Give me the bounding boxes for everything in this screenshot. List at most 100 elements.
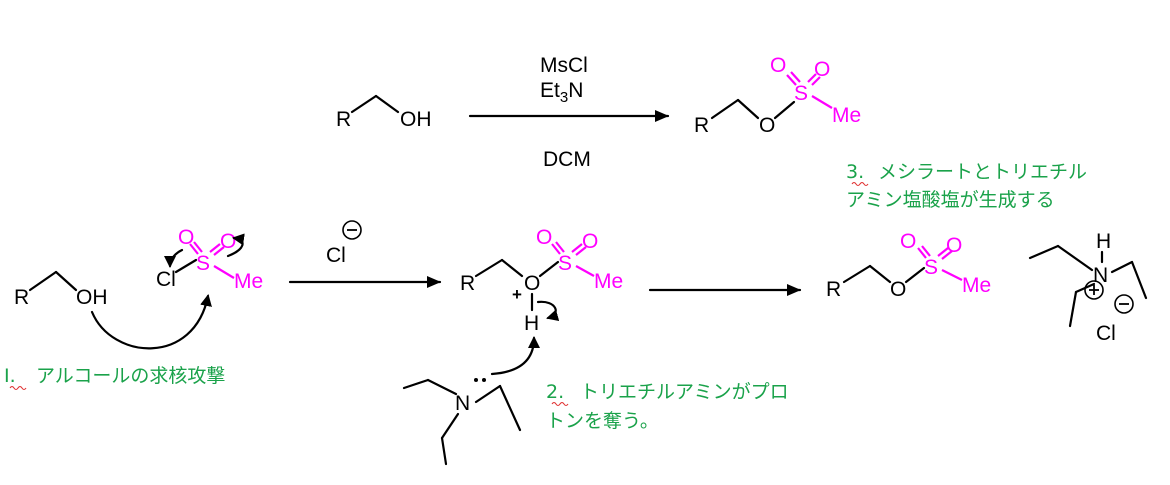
reactant-alcohol-top: R OH — [336, 94, 432, 131]
atom-h: H — [1096, 230, 1111, 253]
bond-s-o — [786, 74, 797, 86]
bond-s-o — [790, 71, 801, 83]
atom-o: O — [946, 234, 962, 257]
bond-s-me — [811, 95, 833, 109]
group-me: Me — [234, 270, 263, 293]
atom-o: O — [900, 230, 916, 253]
bond-s-o — [571, 243, 583, 253]
group-me: Me — [832, 104, 861, 127]
solvent-dcm: DCM — [543, 148, 591, 171]
curved-arrow-oh-bond — [536, 300, 560, 322]
bond-s-o — [917, 247, 927, 259]
bond — [1056, 244, 1094, 272]
atom-oh: OH — [76, 286, 108, 309]
atom-o: O — [582, 230, 598, 253]
bond — [500, 258, 524, 278]
bond — [374, 94, 400, 114]
step-2: R O + S O O Me H N — [402, 226, 789, 466]
bond — [28, 270, 58, 292]
atom-cl: Cl — [156, 268, 176, 291]
reagent-triethylamine: Et3N — [540, 79, 583, 106]
bond — [498, 384, 522, 432]
atom-oh: OH — [400, 108, 432, 131]
chloride-ion: Cl — [326, 220, 362, 267]
bond-s-o — [941, 250, 953, 260]
step3-label-line2: アミン塩酸塩が生成する — [846, 189, 1055, 211]
atom-s: S — [196, 252, 210, 275]
bond — [402, 378, 430, 390]
step2-label-line1: トリエチルアミンがプロ — [580, 381, 789, 403]
product-mesylate-top: R O S O O Me — [694, 54, 861, 137]
overall-reaction: R OH MsCl Et3N DCM R O S O O Me — [336, 54, 861, 171]
atom-r: R — [460, 272, 475, 295]
bond — [1110, 260, 1134, 274]
step-3: 3. メシラートとトリエチル アミン塩酸塩が生成する R O S O O Me … — [826, 161, 1148, 345]
bond-s-o — [811, 76, 821, 86]
bond — [440, 436, 448, 466]
step3-number: 3. — [846, 161, 864, 183]
bond — [868, 264, 892, 284]
bond — [538, 260, 560, 278]
bond — [904, 266, 926, 284]
positive-charge-circle — [1084, 280, 1104, 300]
atom-o: O — [814, 58, 830, 81]
lone-pair-dot — [474, 378, 478, 382]
bond-s-o — [213, 246, 225, 256]
step1-number: I. — [4, 365, 16, 387]
bond-s-o — [807, 73, 817, 83]
group-me: Me — [962, 274, 991, 297]
bond — [440, 412, 460, 440]
atom-o: O — [759, 114, 775, 137]
step1-label: アルコールの求核攻撃 — [36, 365, 225, 387]
atom-o: O — [890, 278, 906, 301]
atom-o: O — [770, 54, 786, 77]
bond — [54, 270, 78, 292]
atom-r: R — [694, 114, 709, 137]
bond-s-o — [937, 247, 949, 257]
bond — [426, 378, 458, 396]
atom-s: S — [558, 252, 572, 275]
bond-s-o — [193, 241, 203, 253]
bond — [1130, 260, 1148, 300]
curved-arrow-cl-leaving — [164, 248, 184, 268]
bond — [350, 94, 378, 114]
bond-s-o — [575, 246, 587, 256]
spellcheck-underline — [851, 181, 869, 187]
bond — [736, 98, 760, 120]
product-mesylate: R O S O O Me — [826, 230, 991, 301]
bond — [773, 100, 796, 120]
triethylammonium-chloride: H N Cl — [1028, 230, 1148, 345]
negative-charge-circle — [1114, 294, 1134, 314]
bond-s-o — [921, 245, 931, 257]
curved-arrow-so-bond — [226, 233, 245, 258]
alcohol: R OH — [14, 270, 108, 309]
bond-s-o — [555, 241, 565, 253]
bond — [474, 258, 504, 278]
atom-r: R — [336, 108, 351, 131]
step-1: R OH Cl S O O Me I. アルコールの求核攻撃 — [4, 226, 263, 391]
mesyl-chloride: Cl S O O Me — [156, 226, 263, 293]
atom-n: N — [455, 392, 470, 415]
atom-cl: Cl — [326, 244, 346, 267]
bond — [1068, 290, 1078, 328]
bond-s-o — [551, 243, 561, 255]
atom-h: H — [524, 312, 539, 335]
atom-s: S — [794, 82, 808, 105]
atom-o: O — [524, 272, 540, 295]
bond-s-o — [209, 243, 221, 253]
step2-number: 2. — [546, 381, 564, 403]
bond-s-me — [941, 269, 963, 281]
oxonium-intermediate: R O + S O O Me H — [460, 226, 623, 335]
atom-r: R — [826, 278, 841, 301]
lone-pair-dot — [482, 378, 486, 382]
group-me: Me — [594, 270, 623, 293]
bond — [474, 384, 502, 404]
bond-s-cl — [174, 258, 198, 274]
atom-o: O — [178, 226, 194, 249]
plus-charge: + — [512, 285, 522, 304]
atom-r: R — [14, 286, 29, 309]
bond — [710, 98, 740, 120]
spellcheck-underline — [551, 401, 569, 407]
triethylamine: N — [402, 378, 522, 466]
